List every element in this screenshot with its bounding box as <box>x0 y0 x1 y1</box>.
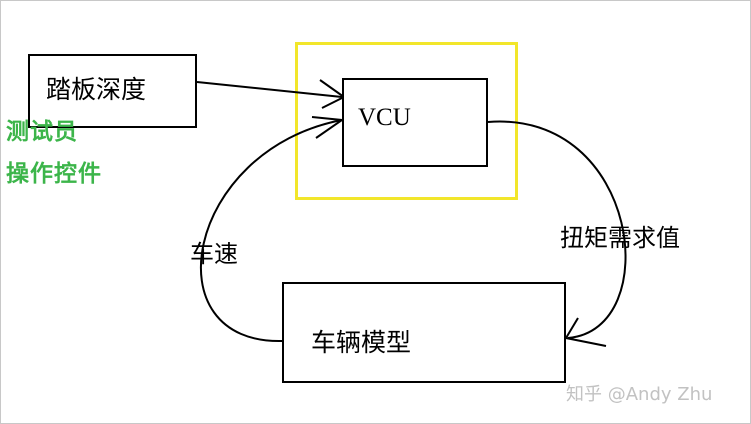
torque-demand-curve <box>487 120 627 339</box>
speed-feedback-curve <box>200 119 343 343</box>
vcu-box <box>342 78 488 167</box>
pedal-to-vcu-arrow <box>196 81 343 98</box>
vehicle-model-label: 车辆模型 <box>311 328 412 357</box>
vcu-highlight-frame <box>295 42 518 200</box>
vcu-label: VCU <box>358 104 411 131</box>
watermark: 知乎 @Andy Zhu <box>566 384 713 405</box>
vehicle-speed-label: 车速 <box>190 240 238 268</box>
pedal-depth-box <box>28 54 197 128</box>
tester-controls-label: 操作控件 <box>6 160 102 187</box>
torque-demand-arrowhead <box>564 317 607 347</box>
pedal-to-vcu-arrowhead <box>319 79 346 109</box>
vehicle-model-box <box>282 282 566 383</box>
torque-demand-label: 扭矩需求值 <box>560 224 680 252</box>
tester-label: 测试员 <box>6 118 78 145</box>
pedal-depth-label: 踏板深度 <box>46 75 147 104</box>
